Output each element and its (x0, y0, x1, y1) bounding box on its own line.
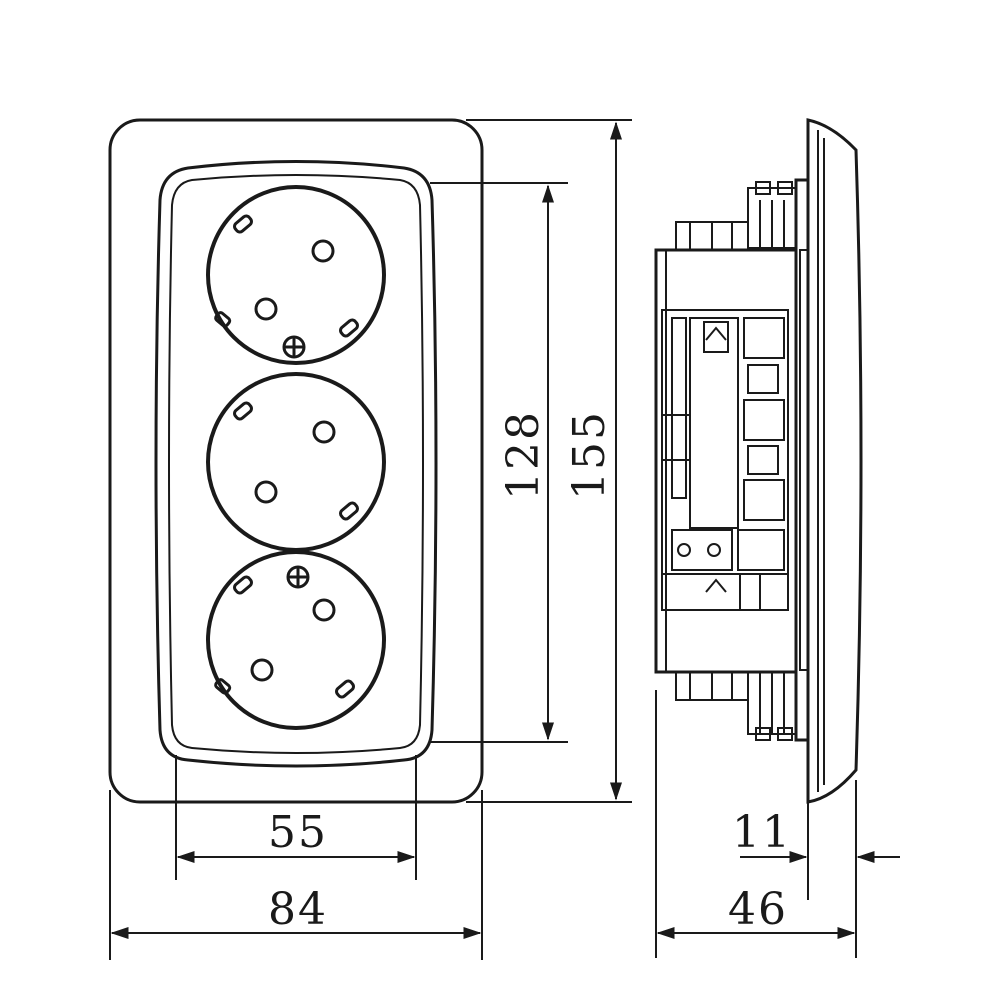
side-bottom-clips (675, 671, 797, 741)
dim-label-outer-height: 155 (564, 410, 615, 500)
inner-plate (154, 160, 438, 768)
dim-label-total-depth: 46 (728, 884, 788, 935)
inner-plate-inset (168, 174, 424, 754)
side-view (654, 118, 863, 804)
dim-label-plate-depth: 11 (732, 807, 792, 858)
front-dimensions: 55 84 128 155 (109, 119, 632, 960)
earth-symbol (286, 565, 310, 589)
dim-label-outer-width: 84 (268, 884, 328, 935)
socket-1 (206, 185, 386, 365)
side-cover-plate (806, 118, 863, 804)
outer-frame (108, 118, 484, 804)
side-mounting-frame (794, 178, 810, 742)
side-internals (661, 309, 789, 611)
side-top-clips (675, 181, 797, 251)
side-dimensions: 11 46 (655, 690, 900, 958)
earth-symbol (282, 335, 306, 359)
dim-label-inner-height: 128 (498, 410, 549, 500)
socket-2 (206, 372, 386, 552)
dim-label-inner-width: 55 (268, 807, 328, 858)
socket-3 (206, 550, 386, 730)
front-view (108, 118, 484, 804)
